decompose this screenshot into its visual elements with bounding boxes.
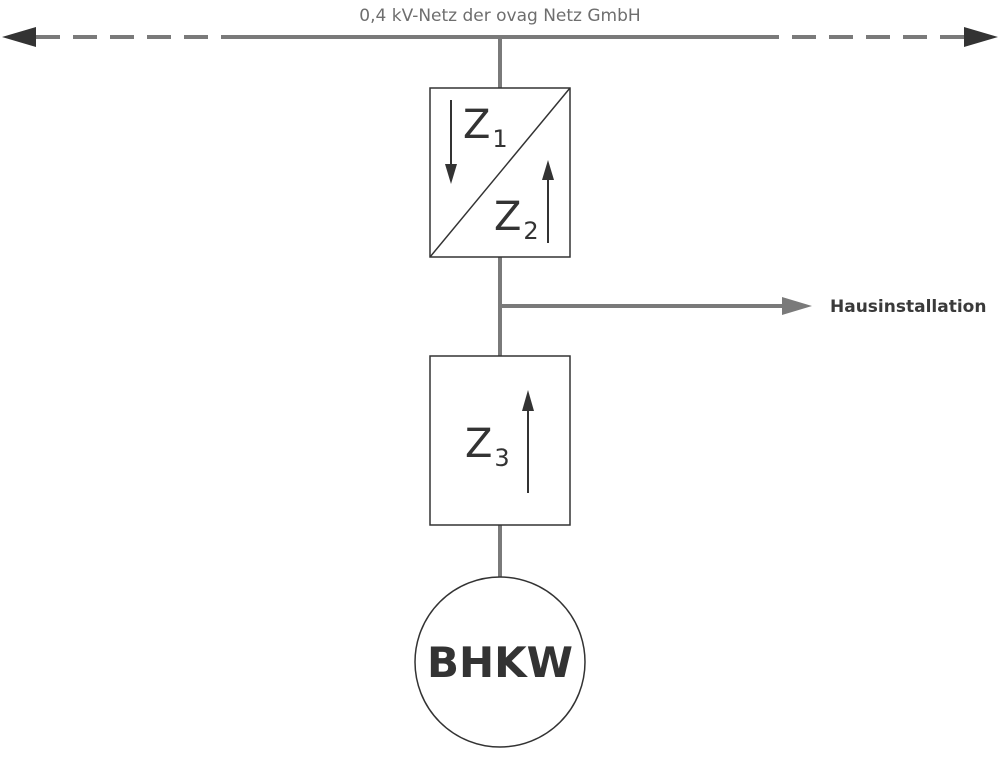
meter-z1-z2: Z1 Z2 — [429, 87, 571, 258]
grid-arrowhead-right — [964, 27, 998, 47]
house-branch — [500, 297, 812, 315]
generator-circle — [414, 576, 586, 748]
meter-z3-label: Z3 — [465, 421, 510, 472]
meter-z1-label: Z1 — [463, 102, 508, 153]
generator: BHKW — [414, 576, 586, 748]
house-branch-arrowhead — [782, 297, 812, 315]
house-installation-label: Hausinstallation — [830, 297, 986, 317]
meter-z1-z2-divider — [429, 87, 571, 258]
meter-z1-arrow-head — [445, 164, 457, 184]
grid-arrowhead-left — [2, 27, 36, 47]
meter-z2-label: Z2 — [494, 194, 539, 245]
meter-z3-arrow-head — [522, 390, 534, 411]
meter-z3: Z3 — [429, 355, 571, 526]
meter-z3-box — [429, 355, 571, 526]
meter-z2-arrow-head — [542, 160, 554, 180]
grid-label: 0,4 kV-Netz der ovag Netz GmbH — [359, 6, 640, 26]
generator-label: BHKW — [427, 638, 573, 687]
